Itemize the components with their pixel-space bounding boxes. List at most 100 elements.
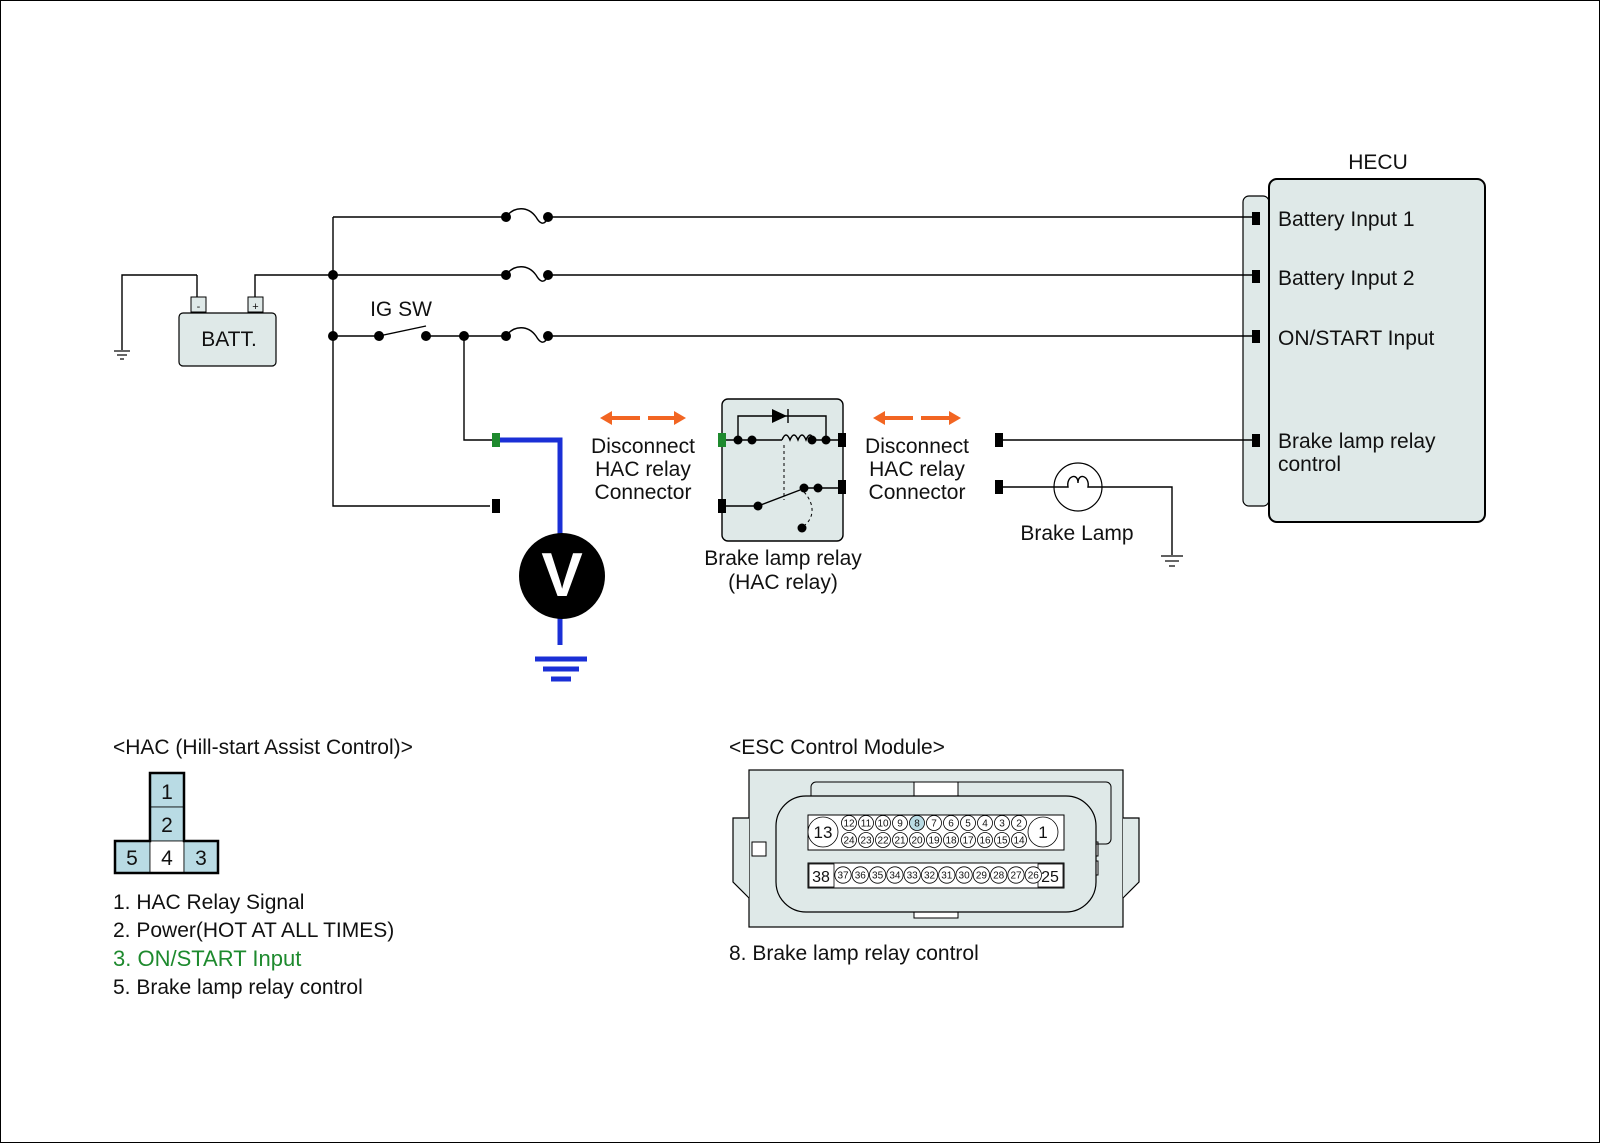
fuse-icon xyxy=(505,327,549,343)
esc-pin xyxy=(926,832,942,848)
esc-pin-label: 11 xyxy=(861,819,872,830)
hac-legend-item: 5. Brake lamp relay control xyxy=(113,976,363,999)
esc-pin xyxy=(1024,866,1042,884)
hac-pin xyxy=(149,806,185,842)
esc-pin xyxy=(858,815,874,831)
esc-pin-label: 6 xyxy=(948,819,954,830)
hecu-terminal xyxy=(1252,212,1260,225)
hecu-connector-body xyxy=(1242,195,1270,507)
esc-pin xyxy=(1011,832,1027,848)
esc-pin-label: 13 xyxy=(814,823,833,842)
esc-pin-label: 30 xyxy=(959,871,971,882)
esc-legend-item: 8. Brake lamp relay control xyxy=(729,942,979,965)
hecu-input-brake-relay: Brake lamp relay xyxy=(1278,430,1436,453)
esc-pin-label: 9 xyxy=(897,819,903,830)
esc-pin-label: 19 xyxy=(928,836,940,847)
esc-pin-label: 22 xyxy=(877,836,889,847)
hecu-terminal xyxy=(1252,270,1260,283)
voltmeter-label: V xyxy=(541,541,582,610)
esc-pin xyxy=(875,815,891,831)
esc-pin xyxy=(886,866,904,884)
battery-minus-sign: - xyxy=(197,301,201,313)
relay-terminal xyxy=(838,433,846,447)
hac-pin xyxy=(183,840,219,874)
harness-terminal xyxy=(995,433,1003,447)
esc-pin-label: 12 xyxy=(843,819,855,830)
hecu-terminal xyxy=(1252,434,1260,447)
esc-pin-label: 7 xyxy=(931,819,937,830)
esc-pin xyxy=(960,832,976,848)
brake-lamp-label: Brake Lamp xyxy=(1020,522,1133,545)
esc-pin-label: 4 xyxy=(982,819,988,830)
harness-terminal xyxy=(995,480,1003,494)
esc-pin xyxy=(943,832,959,848)
arrow-right-icon xyxy=(648,411,686,425)
left-disconnect-line-1: Disconnect xyxy=(591,435,695,458)
esc-pin-label: 14 xyxy=(1013,836,1025,847)
esc-pin-label: 15 xyxy=(996,836,1008,847)
hac-pin-label: 2 xyxy=(161,814,173,837)
esc-pin xyxy=(990,866,1008,884)
fuse-icon xyxy=(505,266,549,282)
relay-label-line-2: (HAC relay) xyxy=(728,571,838,594)
ig-switch-label: IG SW xyxy=(370,298,432,321)
lamp-ground-wire xyxy=(1102,486,1173,555)
fuse-icon xyxy=(505,208,549,224)
esc-pin xyxy=(977,832,993,848)
left-disconnect: Disconnect HAC relay Connector xyxy=(591,411,695,504)
esc-pin-large xyxy=(1027,816,1059,848)
esc-pin xyxy=(892,832,908,848)
harness-terminal-green xyxy=(492,433,500,447)
esc-pin xyxy=(920,866,939,884)
battery-label: BATT. xyxy=(201,328,257,351)
hac-legend-item: 1. HAC Relay Signal xyxy=(113,891,304,914)
esc-pin-label: 37 xyxy=(837,871,849,882)
right-disconnect: Disconnect HAC relay Connector xyxy=(865,411,969,504)
hecu: HECU Battery Input 1 Battery Input 2 ON/… xyxy=(1242,151,1486,523)
battery-minus-terminal xyxy=(190,296,207,313)
esc-pin-label: 29 xyxy=(976,871,988,882)
battery-box xyxy=(178,312,277,367)
hecu-terminal xyxy=(1252,330,1260,343)
esc-pin-label: 26 xyxy=(1028,871,1040,882)
hecu-box xyxy=(1268,178,1486,523)
battery-ground-wire xyxy=(121,274,197,350)
right-disconnect-line-2: HAC relay xyxy=(869,458,965,481)
esc-pin xyxy=(841,815,857,831)
relay-terminal xyxy=(718,499,726,513)
arrow-right-icon xyxy=(921,411,961,425)
esc-pin-label: 27 xyxy=(1010,871,1022,882)
brake-lamp: Brake Lamp xyxy=(995,433,1252,567)
esc-pin xyxy=(994,815,1010,831)
relay-feed-wire xyxy=(463,336,492,441)
battery-plus-sign: + xyxy=(252,301,258,313)
diode-icon xyxy=(772,409,787,423)
esc-pin-label: 18 xyxy=(945,836,957,847)
arrow-left-icon xyxy=(873,411,913,425)
esc-pin-label: 31 xyxy=(941,871,953,882)
esc-shroud xyxy=(775,795,1097,913)
ig-switch-icon xyxy=(378,325,427,337)
esc-pin-label: 1 xyxy=(1038,823,1047,842)
hecu-input-on-start: ON/START Input xyxy=(1278,327,1435,350)
esc-pin-large xyxy=(808,863,835,888)
relay-terminal-green xyxy=(718,433,726,447)
left-disconnect-line-2: HAC relay xyxy=(595,458,691,481)
esc-pin xyxy=(977,815,993,831)
relay-terminal xyxy=(838,480,846,494)
esc-pin xyxy=(841,832,857,848)
esc-pin xyxy=(892,815,908,831)
esc-pin xyxy=(868,866,887,884)
main-bus-wire xyxy=(332,217,490,507)
esc-pin xyxy=(943,815,959,831)
esc-pin xyxy=(909,832,925,848)
hac-connector: <HAC (Hill-start Assist Control)> 1 2 5 … xyxy=(113,736,413,999)
esc-pin-label: 25 xyxy=(1041,869,1059,886)
esc-pin-label: 36 xyxy=(855,871,867,882)
esc-pin-label: 20 xyxy=(911,836,923,847)
voltmeter-icon xyxy=(519,533,605,619)
voltmeter: V xyxy=(500,437,605,682)
left-disconnect-line-3: Connector xyxy=(595,481,692,504)
